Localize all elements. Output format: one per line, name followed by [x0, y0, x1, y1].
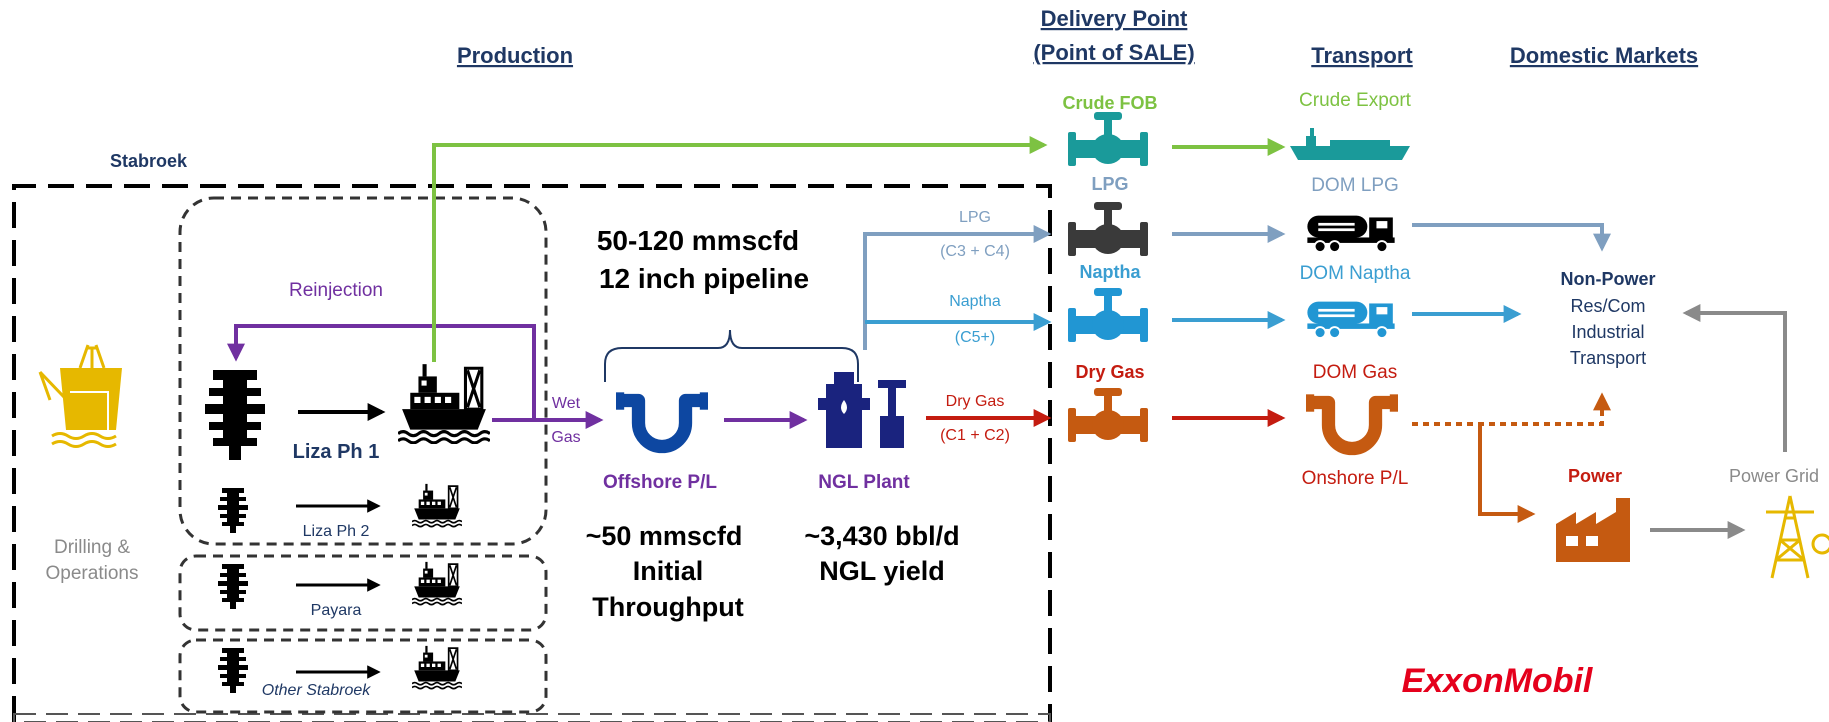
- pipeline-icon: [1306, 394, 1398, 448]
- throughput-label-1: Initial: [633, 556, 704, 586]
- crude-export-label: Crude Export: [1299, 90, 1412, 111]
- stabroek-boundary-bottom: [13, 713, 1051, 722]
- stabroek-boundary: [12, 184, 1052, 722]
- tank-truck-icon: [1306, 214, 1396, 252]
- naptha-stream-comp: (C5+): [955, 329, 995, 346]
- onshore-pl-label: Onshore P/L: [1302, 468, 1409, 489]
- res-com-label: Res/Com: [1570, 296, 1645, 316]
- power-grid-label: Power Grid: [1729, 466, 1819, 486]
- ngl-yield-label: NGL yield: [819, 556, 945, 586]
- fpso-icon: [412, 561, 462, 606]
- grid-to-nonpower-arrow: [1682, 304, 1787, 452]
- ngl-yield-value: ~3,430 bbl/d: [804, 521, 959, 551]
- tanker-ship-icon: [1290, 128, 1410, 160]
- lpg-stream-comp: (C3 + C4): [940, 243, 1010, 260]
- lpg-stream-label: LPG: [959, 209, 991, 226]
- crude-fob-label: Crude FOB: [1062, 93, 1157, 113]
- transport-market-label: Transport: [1570, 348, 1646, 368]
- reinjection-arrow: [227, 324, 536, 418]
- lpg-to-nonpower-arrow: [1412, 223, 1611, 252]
- fpso-icon: [398, 362, 490, 444]
- dom-lpg-label: DOM LPG: [1311, 175, 1399, 196]
- tank-truck-icon: [1306, 300, 1396, 338]
- offshore-pl-label: Offshore P/L: [603, 472, 717, 493]
- fpso-icon: [412, 645, 462, 690]
- valve-icon: [1068, 112, 1148, 166]
- wet-gas-line2: Gas: [551, 429, 580, 446]
- valve-icon: [1068, 202, 1148, 256]
- pipeline-size-text: 12 inch pipeline: [599, 263, 809, 294]
- fpso-icon: [412, 483, 462, 528]
- drilling-label-line2: Operations: [46, 563, 139, 584]
- lpg-delivery-label: LPG: [1091, 174, 1128, 194]
- crude-flow-arrow: [432, 136, 1048, 362]
- dom-naptha-label: DOM Naptha: [1300, 263, 1411, 284]
- pipeline-icon: [616, 392, 708, 446]
- stabroek-label: Stabroek: [110, 151, 188, 171]
- other-stabroek-box: [178, 638, 548, 714]
- pipeline-brace: [604, 329, 859, 382]
- light-bulb-icon: [1811, 533, 1829, 555]
- reinjection-label: Reinjection: [289, 280, 383, 301]
- liza1-label: Liza Ph 1: [293, 441, 380, 463]
- naptha-stream-label: Naptha: [949, 293, 1001, 310]
- exxonmobil-logo: ExxonMobil: [1402, 662, 1594, 700]
- factory-icon: [1556, 498, 1630, 562]
- dry-gas-stream-comp: (C1 + C2): [940, 427, 1010, 444]
- header-delivery-line1: Delivery Point: [1041, 6, 1188, 31]
- header-domestic-markets: Domestic Markets: [1510, 43, 1698, 68]
- throughput-label-2: Throughput: [592, 592, 743, 622]
- valve-icon: [1068, 288, 1148, 342]
- wellhead-icon: [218, 564, 248, 609]
- ngl-plant-label: NGL Plant: [818, 472, 910, 493]
- header-transport: Transport: [1311, 43, 1413, 68]
- wellhead-icon: [218, 648, 248, 693]
- dom-gas-label: DOM Gas: [1313, 362, 1397, 383]
- valve-icon: [1068, 388, 1148, 442]
- industrial-label: Industrial: [1571, 322, 1644, 342]
- payara-box: [178, 554, 548, 632]
- wellhead-icon: [218, 488, 248, 533]
- naptha-delivery-label: Naptha: [1079, 262, 1141, 282]
- drilling-label-line1: Drilling &: [54, 537, 130, 558]
- non-power-label: Non-Power: [1560, 269, 1655, 289]
- power-label: Power: [1568, 466, 1622, 486]
- payara-label: Payara: [311, 602, 362, 619]
- liza2-label: Liza Ph 2: [303, 523, 370, 540]
- throughput-value: ~50 mmscfd: [586, 521, 743, 551]
- wet-gas-line1: Wet: [552, 395, 581, 412]
- gas-to-nonpower-arrow: [1412, 392, 1611, 426]
- wellhead-icon: [205, 370, 265, 460]
- dry-gas-stream-label: Dry Gas: [946, 393, 1005, 410]
- drilling-rig-icon: [38, 344, 122, 448]
- dry-gas-delivery-label: Dry Gas: [1075, 362, 1144, 382]
- header-delivery-line2: (Point of SALE): [1033, 40, 1194, 65]
- lpg-output-arrow: [863, 225, 1052, 350]
- pipeline-capacity-text: 50-120 mmscfd: [597, 225, 799, 256]
- transmission-tower-icon: [1766, 495, 1814, 579]
- ngl-plant-icon: [818, 372, 906, 448]
- header-production: Production: [457, 43, 573, 68]
- gas-to-power-arrow: [1478, 424, 1536, 523]
- other-stabroek-label: Other Stabroek: [262, 682, 372, 699]
